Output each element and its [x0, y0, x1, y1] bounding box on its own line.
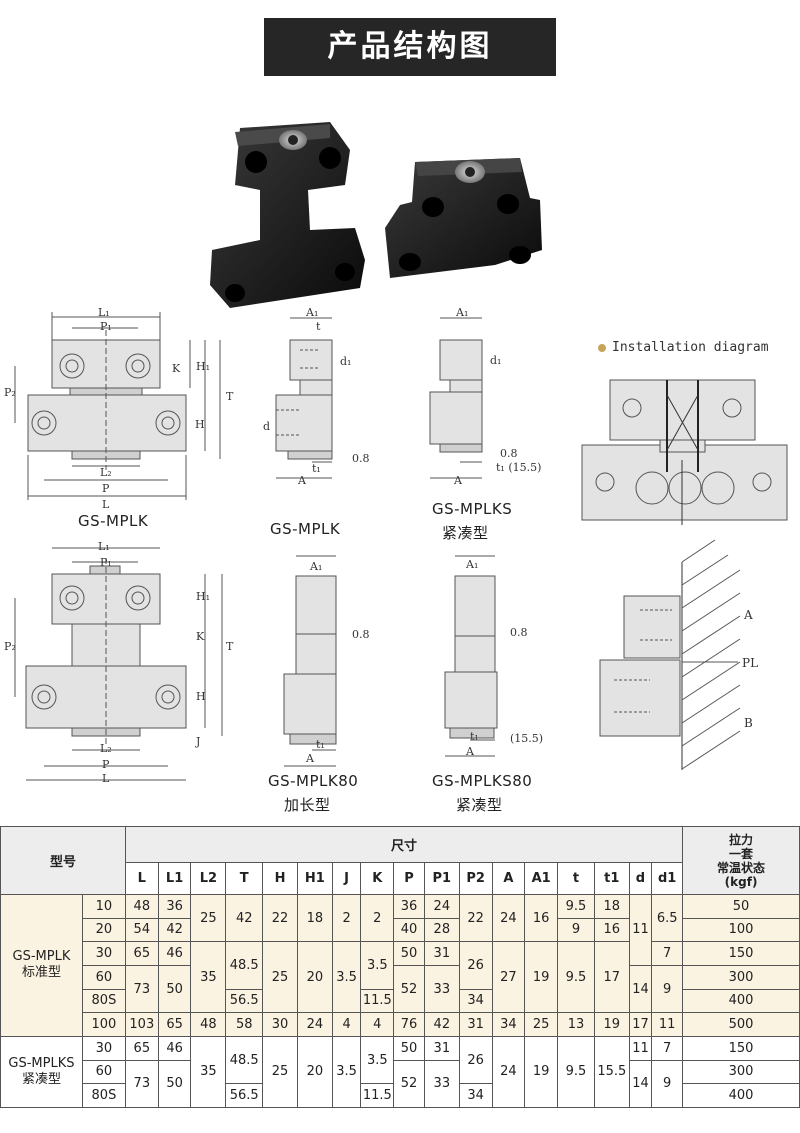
caption-gs-mplks: GS-MPLKS	[432, 500, 513, 518]
dim-t1-6: t₁	[470, 730, 479, 743]
dim-t1-2: t₁	[312, 462, 321, 475]
dim-08-5: 0.8	[352, 628, 370, 641]
dim-t: T	[226, 390, 234, 403]
product-photo	[210, 122, 542, 308]
dim-d-2: d	[263, 420, 271, 433]
table-row: 80S 56.5 11.5 34 400	[1, 1083, 800, 1108]
dim-h-4: H	[196, 690, 206, 703]
caption-gs-mplk80-sub: 加长型	[284, 796, 331, 814]
caption-gs-mplks80: GS-MPLKS80	[432, 772, 533, 790]
caption-gs-mplk-side: GS-MPLK	[270, 520, 341, 538]
force-header: 拉力一套 常温状态(kgf)	[682, 826, 800, 895]
dim-t1-5: t₁	[316, 738, 325, 751]
dim-a1-5: A₁	[310, 560, 323, 573]
dim-l2: L₂	[100, 466, 112, 479]
dim-h1: H₁	[196, 360, 211, 373]
dim-k-4: K	[196, 630, 205, 643]
dim-a1-2: A₁	[306, 306, 319, 319]
size-header: 尺寸	[124, 826, 684, 863]
drawing-gs-mplk80-side	[283, 555, 337, 767]
dim-k: K	[172, 362, 181, 375]
table-row: 80S 56.5 11.5 34 400	[1, 988, 800, 1014]
section-title-banner: 产品结构图	[264, 18, 556, 76]
dim-l1: L₁	[98, 306, 110, 319]
dim-h: H	[195, 418, 205, 431]
installation-diagram-side	[599, 539, 741, 770]
installation-diagram-top	[581, 379, 788, 525]
dim-l1-4: L₁	[98, 540, 110, 553]
dim-t-4: T	[226, 640, 234, 653]
dim-l: L	[102, 498, 110, 511]
caption-gs-mplk80: GS-MPLK80	[268, 772, 359, 790]
caption-gs-mplk-front: GS-MPLK	[78, 512, 149, 530]
dim-a-2: A	[298, 474, 306, 487]
dim-p2-4: P₂	[4, 640, 16, 653]
dim-a1-6: A₁	[466, 558, 479, 571]
dim-p1-4: P₁	[100, 556, 112, 569]
drawing-gs-mplks-side	[429, 317, 483, 479]
bullet-icon	[598, 344, 606, 352]
dim-a-6: A	[466, 745, 474, 758]
dim-l-4: L	[102, 772, 110, 785]
dim-p-4: P	[102, 758, 110, 771]
install-label-a: A	[744, 608, 753, 622]
drawing-gs-mplk-front	[14, 312, 221, 500]
dim-a-5: A	[306, 752, 314, 765]
technical-drawings	[14, 312, 788, 781]
dim-t1-155-3: t₁ (15.5)	[496, 461, 542, 474]
dim-p1: P₁	[100, 320, 112, 333]
drawing-gs-mplk80-front	[14, 547, 223, 781]
caption-gs-mplks80-sub: 紧凑型	[456, 796, 503, 814]
dim-a1-3: A₁	[456, 306, 469, 319]
drawing-gs-mplk-side	[275, 317, 333, 479]
install-label-pl: PL	[742, 656, 759, 670]
dim-d1-2: d₁	[340, 355, 352, 368]
installation-diagram-title: Installation diagram	[612, 340, 769, 355]
model-header: 型号	[0, 826, 126, 895]
dim-l2-4: L₂	[100, 742, 112, 755]
dim-08-6: 0.8	[510, 626, 528, 639]
dim-155-6: (15.5)	[510, 732, 544, 745]
dim-08-3: 0.8	[500, 447, 518, 460]
dim-p2: P₂	[4, 386, 16, 399]
drawing-gs-mplks80-side	[444, 555, 498, 757]
dim-d1-3: d₁	[490, 354, 502, 367]
dim-h1-4: H₁	[196, 590, 211, 603]
dim-j-4: J	[196, 735, 201, 748]
dim-08-2: 0.8	[352, 452, 370, 465]
dim-a-3: A	[454, 474, 462, 487]
install-label-b: B	[744, 716, 753, 730]
caption-gs-mplks-sub: 紧凑型	[442, 524, 489, 542]
dim-t-2: t	[316, 320, 321, 333]
dim-p: P	[102, 482, 110, 495]
